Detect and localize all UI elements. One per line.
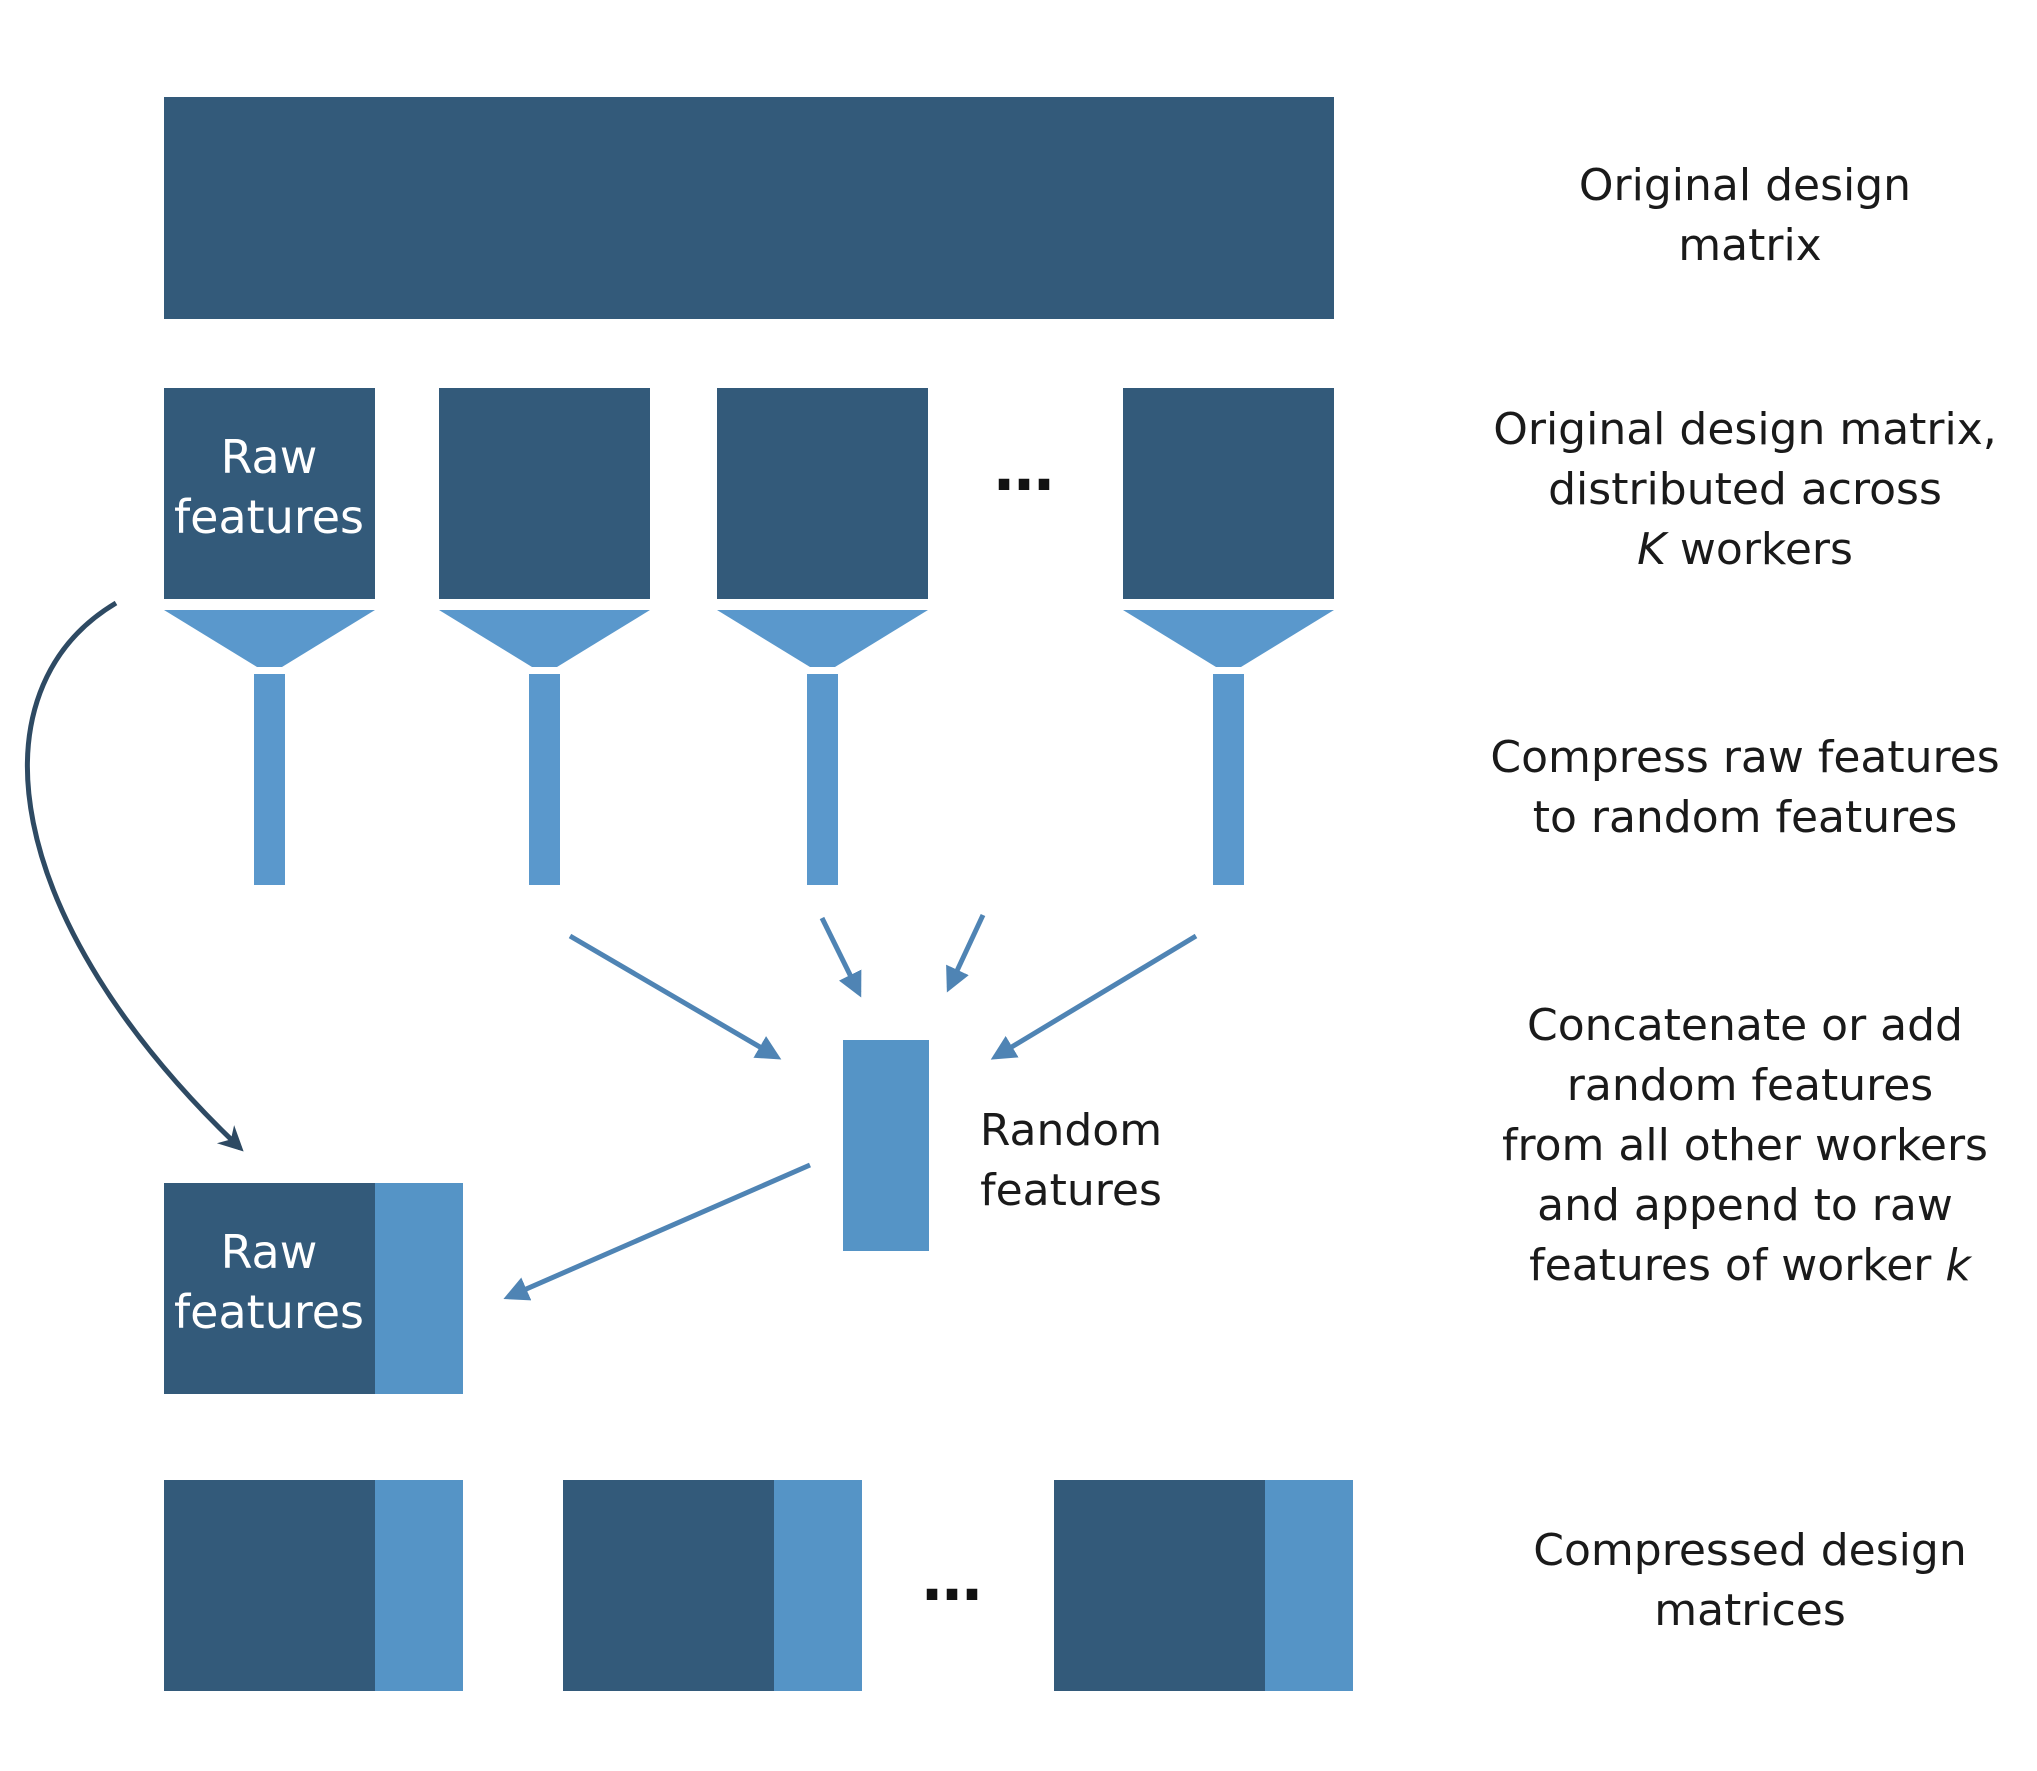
svg-text:and append to raw: and append to raw [1537, 1180, 1953, 1231]
svg-text:Compress raw features: Compress raw features [1490, 732, 1999, 783]
combined-raw-block [164, 1183, 375, 1394]
funnel-2 [439, 610, 650, 885]
workers-ellipsis: … [994, 435, 1054, 505]
compressed-matrix-2-raw [563, 1480, 774, 1691]
label-distributed-across: Original design matrix, distributed acro… [1493, 404, 1997, 575]
label-concatenate: Concatenate or add random features from … [1502, 1000, 1988, 1291]
svg-text:Compressed design: Compressed design [1533, 1525, 1966, 1576]
combined-random-block [375, 1183, 463, 1394]
original-design-matrix-block [164, 97, 1334, 319]
compressed-matrix-k-raw [1054, 1480, 1265, 1691]
svg-text:Original design matrix,: Original design matrix, [1493, 404, 1997, 455]
compressed-ellipsis: … [922, 1545, 982, 1615]
curved-arrow-raw-to-combined [24, 600, 244, 1152]
combined-raw-features-line1: Raw [221, 1225, 318, 1279]
compressed-matrix-k-random [1265, 1480, 1353, 1691]
raw-features-label-line2: features [174, 490, 364, 544]
worker-block-2 [439, 388, 650, 599]
funnel-3 [717, 610, 928, 885]
svg-text:Original design: Original design [1579, 160, 1911, 211]
svg-text:K workers: K workers [1637, 524, 1853, 575]
worker-block-k [1123, 388, 1334, 599]
random-features-block [843, 1040, 929, 1251]
compressed-matrix-2-random [774, 1480, 862, 1691]
random-features-label-line2: features [980, 1165, 1162, 1216]
svg-text:matrices: matrices [1654, 1585, 1846, 1636]
svg-text:distributed across: distributed across [1548, 464, 1942, 515]
raw-features-label-line1: Raw [221, 430, 318, 484]
label-compress: Compress raw features to random features [1490, 732, 1999, 843]
svg-text:to random features: to random features [1533, 792, 1958, 843]
arrow-worker2-to-random [568, 933, 782, 1060]
svg-text:from all other workers: from all other workers [1502, 1120, 1988, 1171]
funnel-k [1123, 610, 1334, 885]
arrow-workerk-to-random [990, 933, 1198, 1060]
worker-block-1 [164, 388, 375, 599]
svg-text:matrix: matrix [1678, 220, 1821, 271]
worker-block-3 [717, 388, 928, 599]
svg-text:random features: random features [1567, 1060, 1933, 1111]
combined-raw-features-line2: features [174, 1285, 364, 1339]
arrow-worker3b-to-random [946, 913, 986, 993]
label-original-design-matrix: Original design matrix [1579, 160, 1911, 271]
svg-text:Concatenate or add: Concatenate or add [1527, 1000, 1963, 1051]
funnel-1 [164, 610, 375, 885]
arrow-worker3-to-random [819, 916, 862, 998]
svg-text:features of worker k: features of worker k [1529, 1240, 1972, 1291]
random-features-label-line1: Random [980, 1105, 1162, 1156]
compressed-matrix-1-raw [164, 1480, 375, 1691]
label-compressed-design-matrices: Compressed design matrices [1533, 1525, 1966, 1636]
compressed-matrix-1-random [375, 1480, 463, 1691]
arrow-random-to-combined [503, 1162, 812, 1301]
